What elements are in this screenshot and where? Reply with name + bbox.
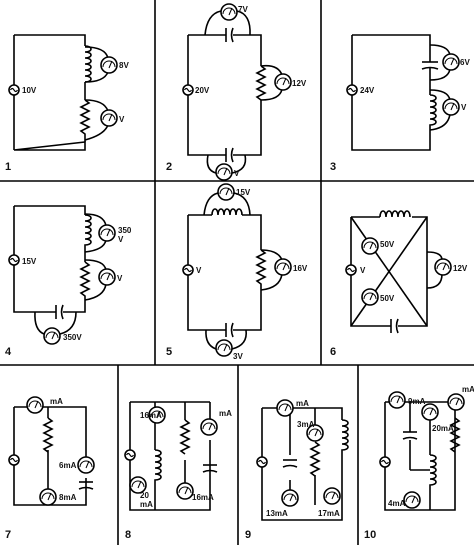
meter-label: 20mA: [432, 424, 454, 433]
meter-label: 16mA: [192, 493, 214, 502]
circuit-2: [182, 3, 292, 181]
meter-label: 15V: [236, 188, 251, 197]
panel-number: 6: [330, 346, 336, 358]
meter-label: mA: [462, 385, 474, 394]
circuit-9: [256, 399, 349, 521]
panel-number: 8: [125, 529, 131, 541]
meter-label: 3mA: [297, 420, 315, 429]
meter-label: mA: [296, 399, 309, 408]
circuit-3: [346, 34, 460, 151]
meter-label: 20V: [195, 86, 210, 95]
meter-label: 3V: [233, 352, 243, 361]
meter-label: 16V: [293, 264, 308, 273]
panel-number: 3: [330, 161, 336, 173]
meter-label: 24V: [360, 86, 375, 95]
meter-label-line: V: [118, 235, 124, 244]
meter-label: mA: [50, 397, 63, 406]
meter-label: mA: [219, 409, 232, 418]
meter-label: 4mA: [388, 499, 406, 508]
panel-number: 1: [5, 161, 11, 173]
meter-label: 12V: [453, 264, 468, 273]
meter-label-line: mA: [140, 500, 153, 509]
meter-label: 350V: [63, 333, 82, 342]
meter-label: 7V: [238, 5, 248, 14]
meter-label: 10V: [22, 86, 37, 95]
circuit-7: [8, 396, 95, 506]
meter-label: 17mA: [318, 509, 340, 518]
meter-label: 6mA: [59, 461, 77, 470]
meter-label: 9mA: [408, 397, 426, 406]
meter-label: V: [234, 169, 240, 178]
meter-label: 15V: [22, 257, 37, 266]
circuit-8: [124, 401, 218, 511]
meter-label: 16mA: [140, 411, 162, 420]
meter-label: 6V: [460, 58, 470, 67]
panel-number: 7: [5, 529, 11, 541]
meter-label: V: [196, 266, 202, 275]
meter-label: 12V: [292, 79, 307, 88]
meter-label: V: [119, 115, 125, 124]
meter-label: 50V: [380, 240, 395, 249]
meter-label: 8mA: [59, 493, 77, 502]
meter-label: 13mA: [266, 509, 288, 518]
panel-number: 9: [245, 529, 251, 541]
circuit-5: [182, 183, 292, 357]
panel-number: 2: [166, 161, 172, 173]
panel-number: 10: [364, 529, 376, 541]
circuit-1: [8, 34, 118, 151]
circuit-10: [379, 391, 465, 511]
meter-label: V: [360, 266, 366, 275]
panel-number: 5: [166, 346, 172, 358]
meter-label: V: [461, 103, 467, 112]
circuit-6: [345, 210, 452, 334]
panel-number: 4: [5, 346, 12, 358]
meter-label: V: [117, 274, 123, 283]
meter-label: 8V: [119, 61, 129, 70]
circuit-4: [8, 205, 116, 345]
meter-label: 50V: [380, 294, 395, 303]
